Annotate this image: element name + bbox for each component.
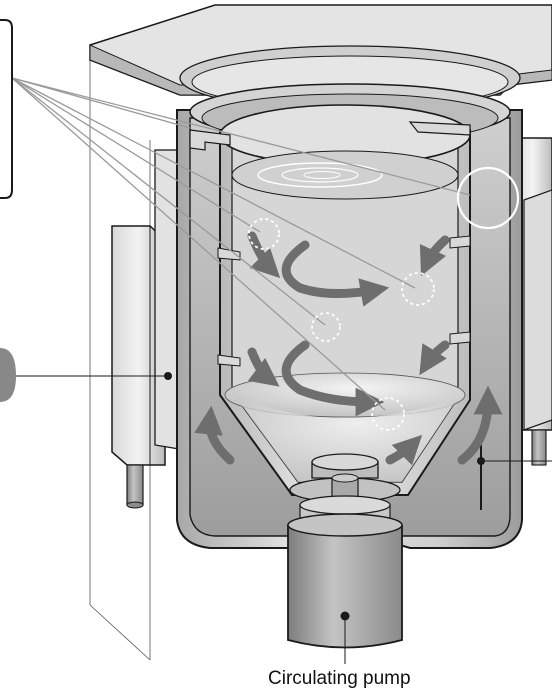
dot-icon [164,372,172,380]
dashed-circle-icon [456,166,520,230]
curved-arrow-icon [281,340,385,417]
inner-vessel [189,104,482,510]
left-heater-unit [111,149,186,509]
circulating-pump [287,495,403,664]
curved-arrow-icon [419,235,450,277]
flow-arrows [194,231,503,466]
curved-arrow-icon [281,240,390,307]
curved-arrow-icon [247,347,280,387]
pump-label: Circulating pump [268,668,411,689]
impeller [289,453,401,503]
curved-arrow-icon [247,231,281,279]
leader-lines [11,77,471,411]
curved-arrow-icon [385,434,423,466]
detail-markers [248,166,520,431]
right-heater-unit [513,137,552,466]
dashed-circle-icon [248,218,280,250]
dashed-circle-icon [371,397,405,431]
callouts [0,19,552,465]
dashed-circle-icon [311,312,341,342]
dashed-circle-icon [401,272,435,306]
curved-arrow-icon [194,405,235,465]
curved-arrow-icon [457,385,503,465]
curved-arrow-icon [419,340,450,376]
